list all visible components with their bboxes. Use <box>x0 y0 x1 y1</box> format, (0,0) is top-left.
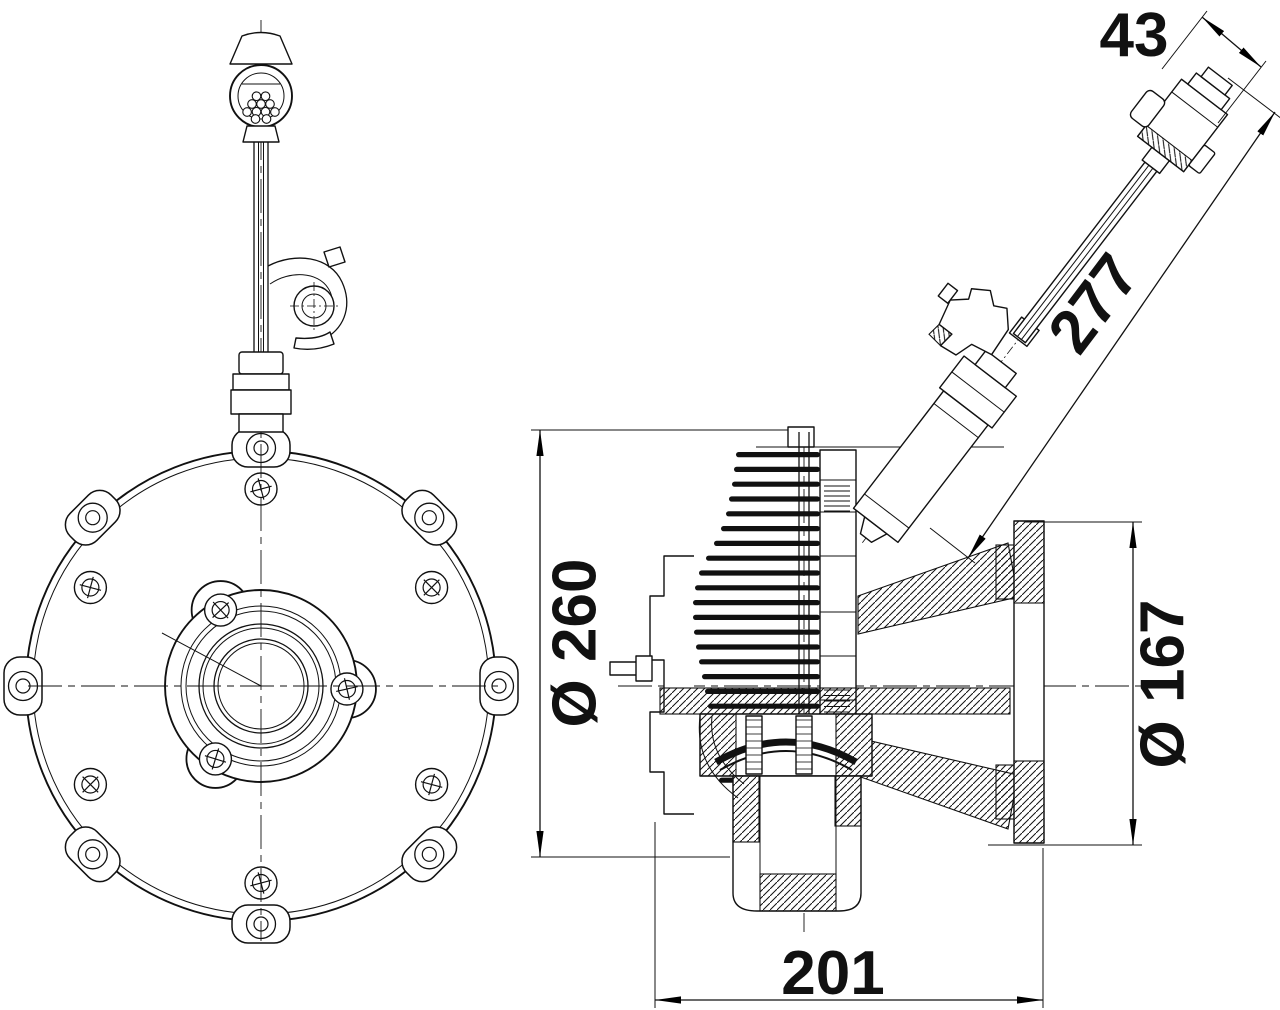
actuator-barrel <box>852 390 989 544</box>
section-view <box>609 426 1160 932</box>
front-plate-profile <box>649 555 694 815</box>
dim-text-clutch-outer-diameter: Ø 260 <box>541 559 610 728</box>
top-bolt <box>787 426 815 448</box>
mounting-bell-bracket <box>857 520 1045 844</box>
plug-neck <box>242 125 280 143</box>
hub-plate <box>164 580 377 789</box>
shaft-bearing-section <box>659 687 1011 912</box>
bearing-race <box>714 738 858 766</box>
dim-text-overall-depth: 201 <box>781 939 884 1008</box>
dimension-clutch-outer-diameter: Ø 260 <box>531 429 788 858</box>
dimension-connector-width: 43 <box>1100 1 1267 124</box>
dimension-overall-depth: 201 <box>654 822 1044 1008</box>
connector-cap <box>229 31 293 65</box>
connector-pins <box>242 91 280 124</box>
electrical-connector-front <box>229 31 348 433</box>
dim-text-actuator-length: 277 <box>1035 242 1152 366</box>
section-indicator-line <box>161 632 262 687</box>
actuator-assembly <box>852 66 1233 544</box>
left-bolt <box>609 661 639 676</box>
stem-base <box>230 351 292 433</box>
dim-text-mounting-flange-diameter: Ø 167 <box>1129 600 1198 769</box>
mounting-bracket-eye <box>267 246 348 351</box>
front-view <box>3 20 519 944</box>
dim-text-connector-width: 43 <box>1100 1 1169 70</box>
dimension-mounting-flange-diameter: Ø 167 <box>988 521 1198 846</box>
mounting-lugs <box>3 428 519 944</box>
hub-screws <box>198 593 364 776</box>
